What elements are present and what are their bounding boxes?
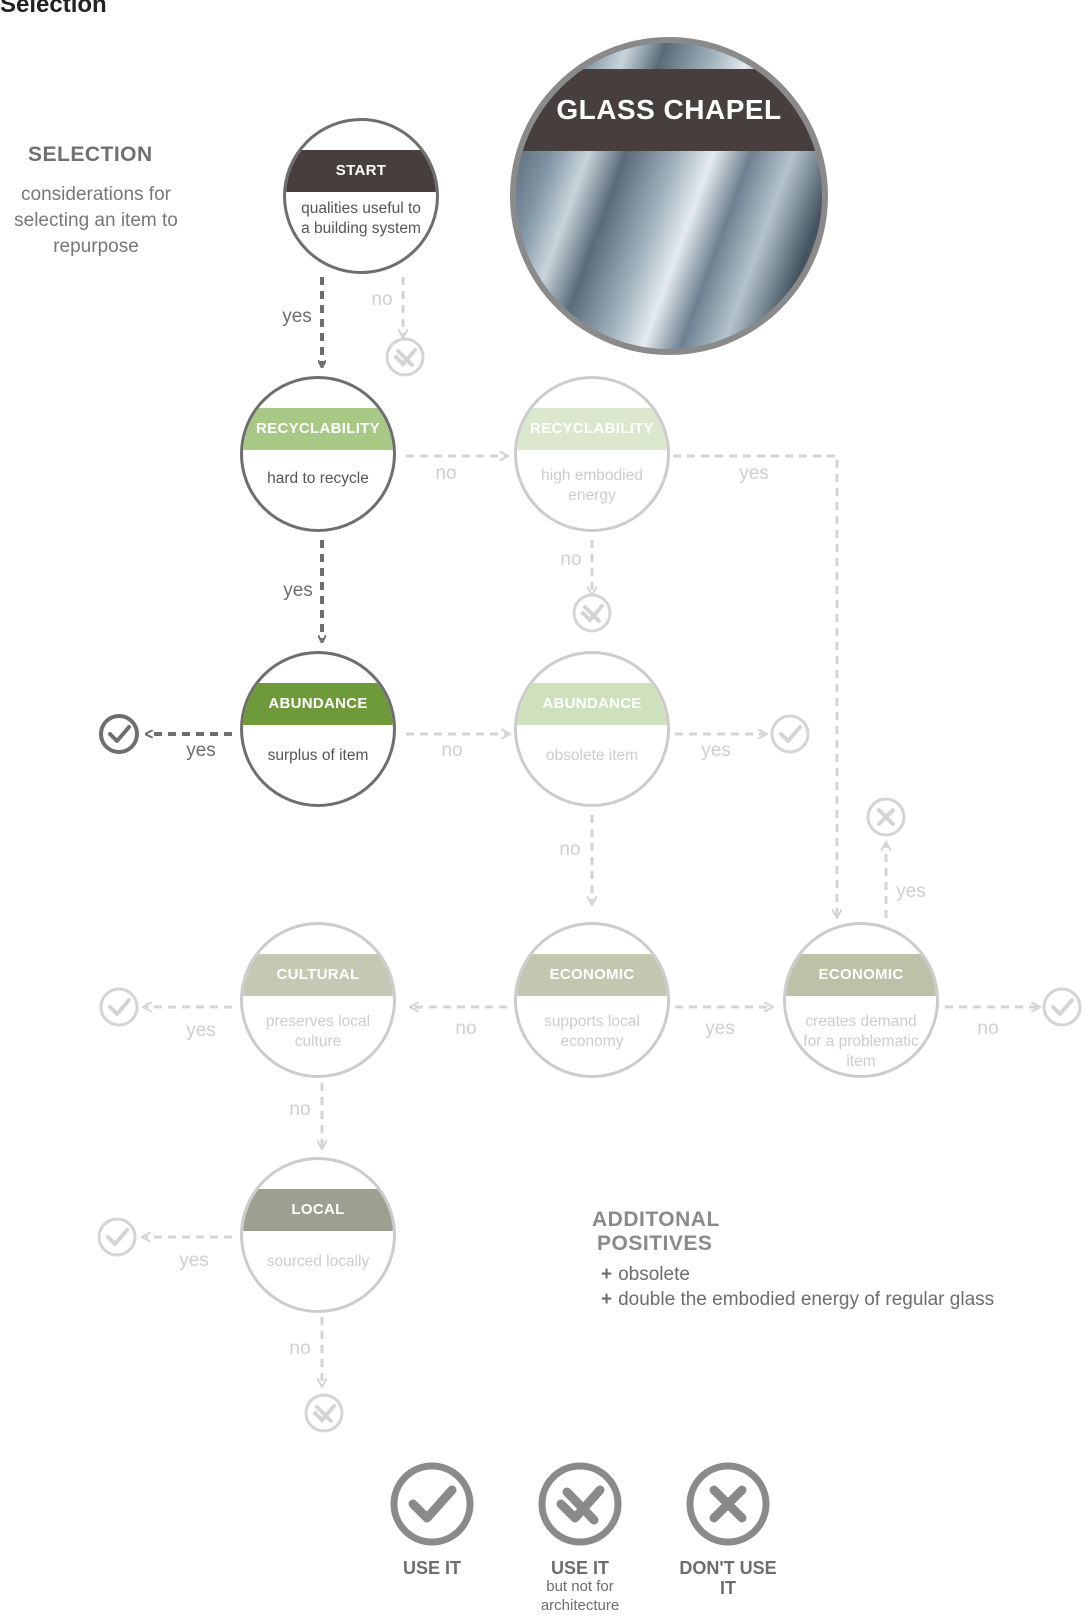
list-item: +double the embodied energy of regular g… <box>601 1289 995 1310</box>
edge-label: yes <box>701 740 731 761</box>
node-title: LOCAL <box>243 1189 393 1231</box>
check-cross-icon <box>572 593 612 633</box>
edge-label: yes <box>282 306 312 327</box>
hero-title: GLASS CHAPEL <box>516 69 822 151</box>
legend-dont-use-label: DON'T USE IT <box>679 1558 777 1598</box>
node-title: ABUNDANCE <box>517 683 667 725</box>
legend-x-icon <box>686 1462 770 1546</box>
check-icon <box>1042 987 1082 1027</box>
edge-label: yes <box>186 1020 216 1041</box>
node-title: ECONOMIC <box>517 954 667 996</box>
node-economic-2: ECONOMIC creates demand for a problemati… <box>783 922 939 1078</box>
page-title: Selection <box>0 0 107 18</box>
check-icon <box>99 987 139 1027</box>
edge-label: yes <box>705 1018 735 1039</box>
node-title: ECONOMIC <box>786 954 936 996</box>
node-local: LOCAL sourced locally <box>240 1157 396 1313</box>
node-title: START <box>286 150 436 192</box>
node-cultural: CULTURAL preserves local culture <box>240 922 396 1078</box>
legend-sub-line: architecture <box>540 1597 620 1614</box>
edge-label: yes <box>896 881 926 902</box>
node-abundance-1: ABUNDANCE surplus of item <box>240 651 396 807</box>
legend-use-it-not-arch-label: USE IT <box>550 1558 610 1578</box>
node-economic-1: ECONOMIC supports local economy <box>514 922 670 1078</box>
edge-label: yes <box>186 740 216 761</box>
edge-label: no <box>560 549 582 570</box>
node-title: RECYCLABILITY <box>243 408 393 450</box>
node-body: supports local economy <box>544 1013 640 1050</box>
legend-sub-line: but not for <box>546 1578 614 1595</box>
node-start: START qualities useful to a building sys… <box>283 118 439 274</box>
edge-label: no <box>455 1018 477 1039</box>
node-body: preserves local culture <box>265 1013 371 1050</box>
edge-recyc2-yes <box>673 454 837 915</box>
edge-label: no <box>371 289 393 310</box>
edge-label: no <box>559 839 581 860</box>
check-icon <box>770 714 810 754</box>
legend-check-cross-icon <box>538 1462 622 1546</box>
plus-icon: + <box>601 1289 613 1310</box>
node-body: obsolete item <box>545 747 639 764</box>
selection-description: considerations for selecting an item to … <box>14 184 178 257</box>
node-abundance-2: ABUNDANCE obsolete item <box>514 651 670 807</box>
node-body: qualities useful to a building system <box>301 200 421 237</box>
edge-label: no <box>289 1099 311 1120</box>
edge-label: yes <box>739 463 769 484</box>
legend-use-it-label: USE IT <box>402 1558 462 1578</box>
check-icon <box>97 1217 137 1257</box>
node-title: ABUNDANCE <box>243 683 393 725</box>
node-body: surplus of item <box>267 747 369 764</box>
check-cross-icon <box>304 1393 344 1433</box>
check-icon <box>99 714 139 754</box>
node-recyclability-2: RECYCLABILITY high embodied energy <box>514 376 670 532</box>
node-title: RECYCLABILITY <box>517 408 667 450</box>
plus-icon: + <box>601 1264 613 1285</box>
selection-heading: SELECTION <box>28 143 153 166</box>
edge-label: no <box>441 740 463 761</box>
edge-label: no <box>435 463 457 484</box>
node-body: hard to recycle <box>267 470 369 487</box>
check-cross-icon <box>385 337 425 377</box>
node-recyclability-1: RECYCLABILITY hard to recycle <box>240 376 396 532</box>
edge-label: yes <box>283 580 313 601</box>
node-body: sourced locally <box>266 1253 370 1270</box>
node-title: CULTURAL <box>243 954 393 996</box>
edge-label: yes <box>179 1250 209 1271</box>
additional-positives-heading: ADDITONAL POSITIVES <box>592 1208 720 1255</box>
edge-label: no <box>289 1338 311 1359</box>
list-item: +obsolete <box>601 1264 690 1285</box>
hero-image: GLASS CHAPEL <box>510 37 828 355</box>
x-icon <box>866 797 906 837</box>
legend-check-icon <box>390 1462 474 1546</box>
node-body: creates demand for a problematic item <box>803 1013 919 1070</box>
node-body: high embodied energy <box>541 467 643 504</box>
edge-label: no <box>977 1018 999 1039</box>
